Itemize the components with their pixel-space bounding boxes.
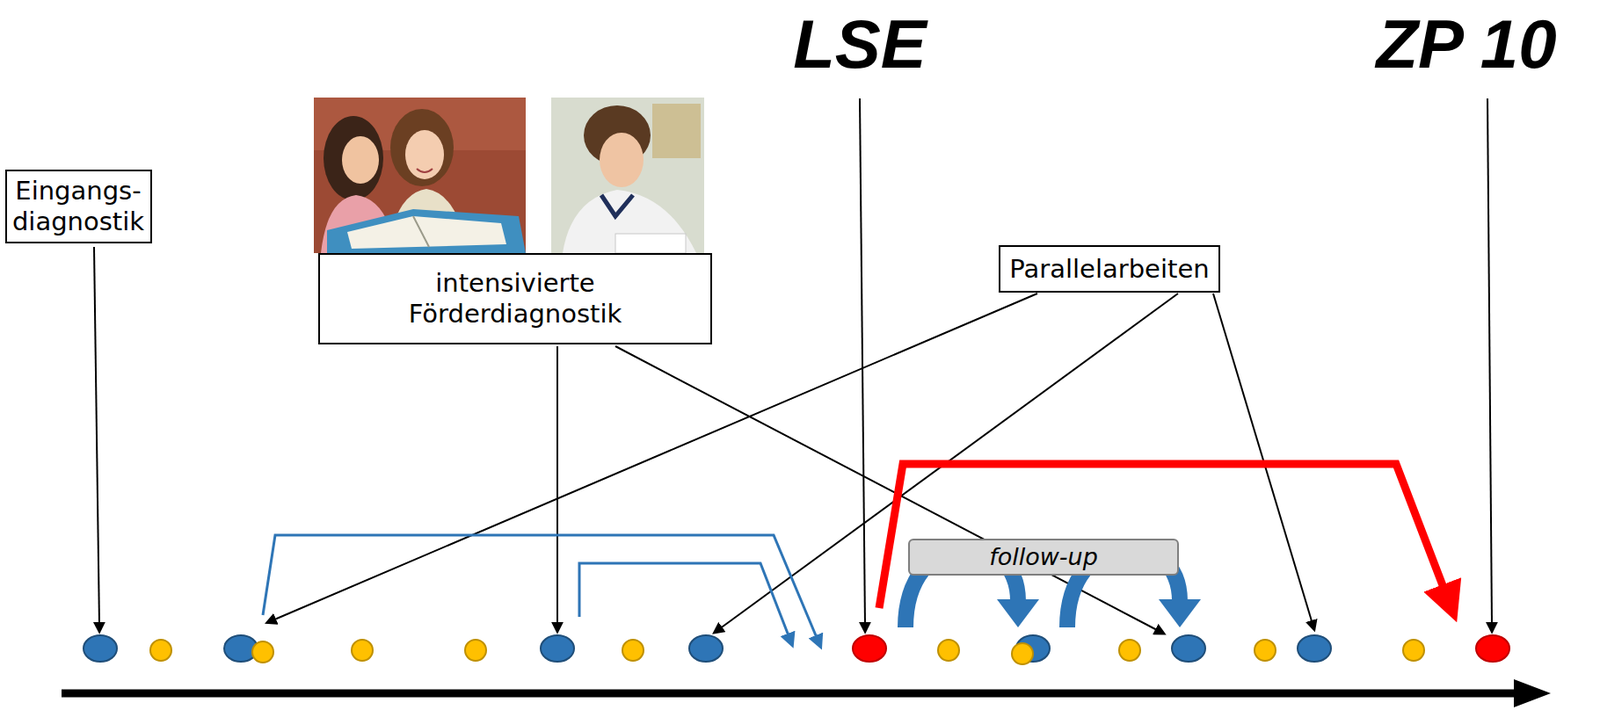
blue-dot: [689, 635, 723, 662]
photo-background: [551, 97, 705, 254]
leader-line: [1213, 293, 1313, 625]
face: [599, 132, 644, 188]
process-box: Eingangs- diagnostik: [5, 169, 153, 244]
orange-dot: [465, 640, 487, 662]
red-bracket-arrow: [879, 464, 1446, 609]
orange-dot: [1011, 643, 1033, 665]
timeline-dots: [83, 635, 1510, 665]
orange-dot: [938, 640, 960, 662]
mouth: [416, 168, 433, 173]
leader-line: [94, 247, 100, 626]
orange-dot: [1254, 640, 1276, 662]
process-box: Parallelarbeiten: [998, 245, 1221, 294]
timeline-axis: [61, 690, 1521, 699]
bracket-arrow: [262, 535, 818, 640]
bracket-arrow: [579, 563, 790, 639]
leader-line: [1487, 98, 1492, 626]
orange-dot: [622, 640, 644, 662]
hair: [323, 116, 384, 201]
face: [405, 130, 444, 180]
milestone-label: LSE: [792, 7, 927, 83]
timeline-arrow-head: [1513, 679, 1551, 708]
blue-brackets: [262, 535, 818, 640]
red-dot: [1476, 635, 1510, 662]
shirt: [562, 189, 697, 254]
book-pages: [347, 216, 507, 249]
book-spine: [413, 216, 430, 248]
leader-lines: [94, 98, 1492, 632]
blue-dot: [1171, 635, 1206, 662]
photo-background: [313, 97, 526, 254]
arc-arrow-head: [1158, 599, 1201, 628]
red-dot: [852, 635, 887, 662]
book-cover: [327, 209, 526, 254]
node-text: follow-up: [989, 543, 1099, 572]
photo-boy-writing: [551, 97, 705, 254]
photo-girls-reading: [313, 97, 526, 254]
node-text: intensivierte Förderdiagnostik: [408, 268, 623, 330]
blue-dot: [1297, 635, 1331, 662]
face: [341, 136, 379, 184]
blue-dot: [540, 635, 575, 662]
collar: [601, 195, 633, 217]
wall-map: [652, 103, 701, 159]
leader-line: [556, 346, 559, 626]
blue-dot: [83, 635, 117, 662]
milestone-label: ZP 10: [1375, 7, 1557, 83]
process-box: intensivierte Förderdiagnostik: [318, 253, 713, 345]
node-text: Parallelarbeiten: [1009, 254, 1209, 285]
hair: [390, 109, 454, 187]
orange-dot: [150, 640, 172, 662]
tag-box: follow-up: [908, 538, 1179, 576]
orange-dot: [1403, 640, 1425, 662]
arc-arrow-head: [996, 599, 1040, 628]
orange-dot: [1119, 640, 1141, 662]
paper: [615, 233, 686, 254]
orange-dot: [351, 640, 373, 662]
leader-line: [859, 98, 866, 626]
orange-dot: [252, 641, 274, 663]
node-text: Eingangs- diagnostik: [12, 175, 145, 238]
